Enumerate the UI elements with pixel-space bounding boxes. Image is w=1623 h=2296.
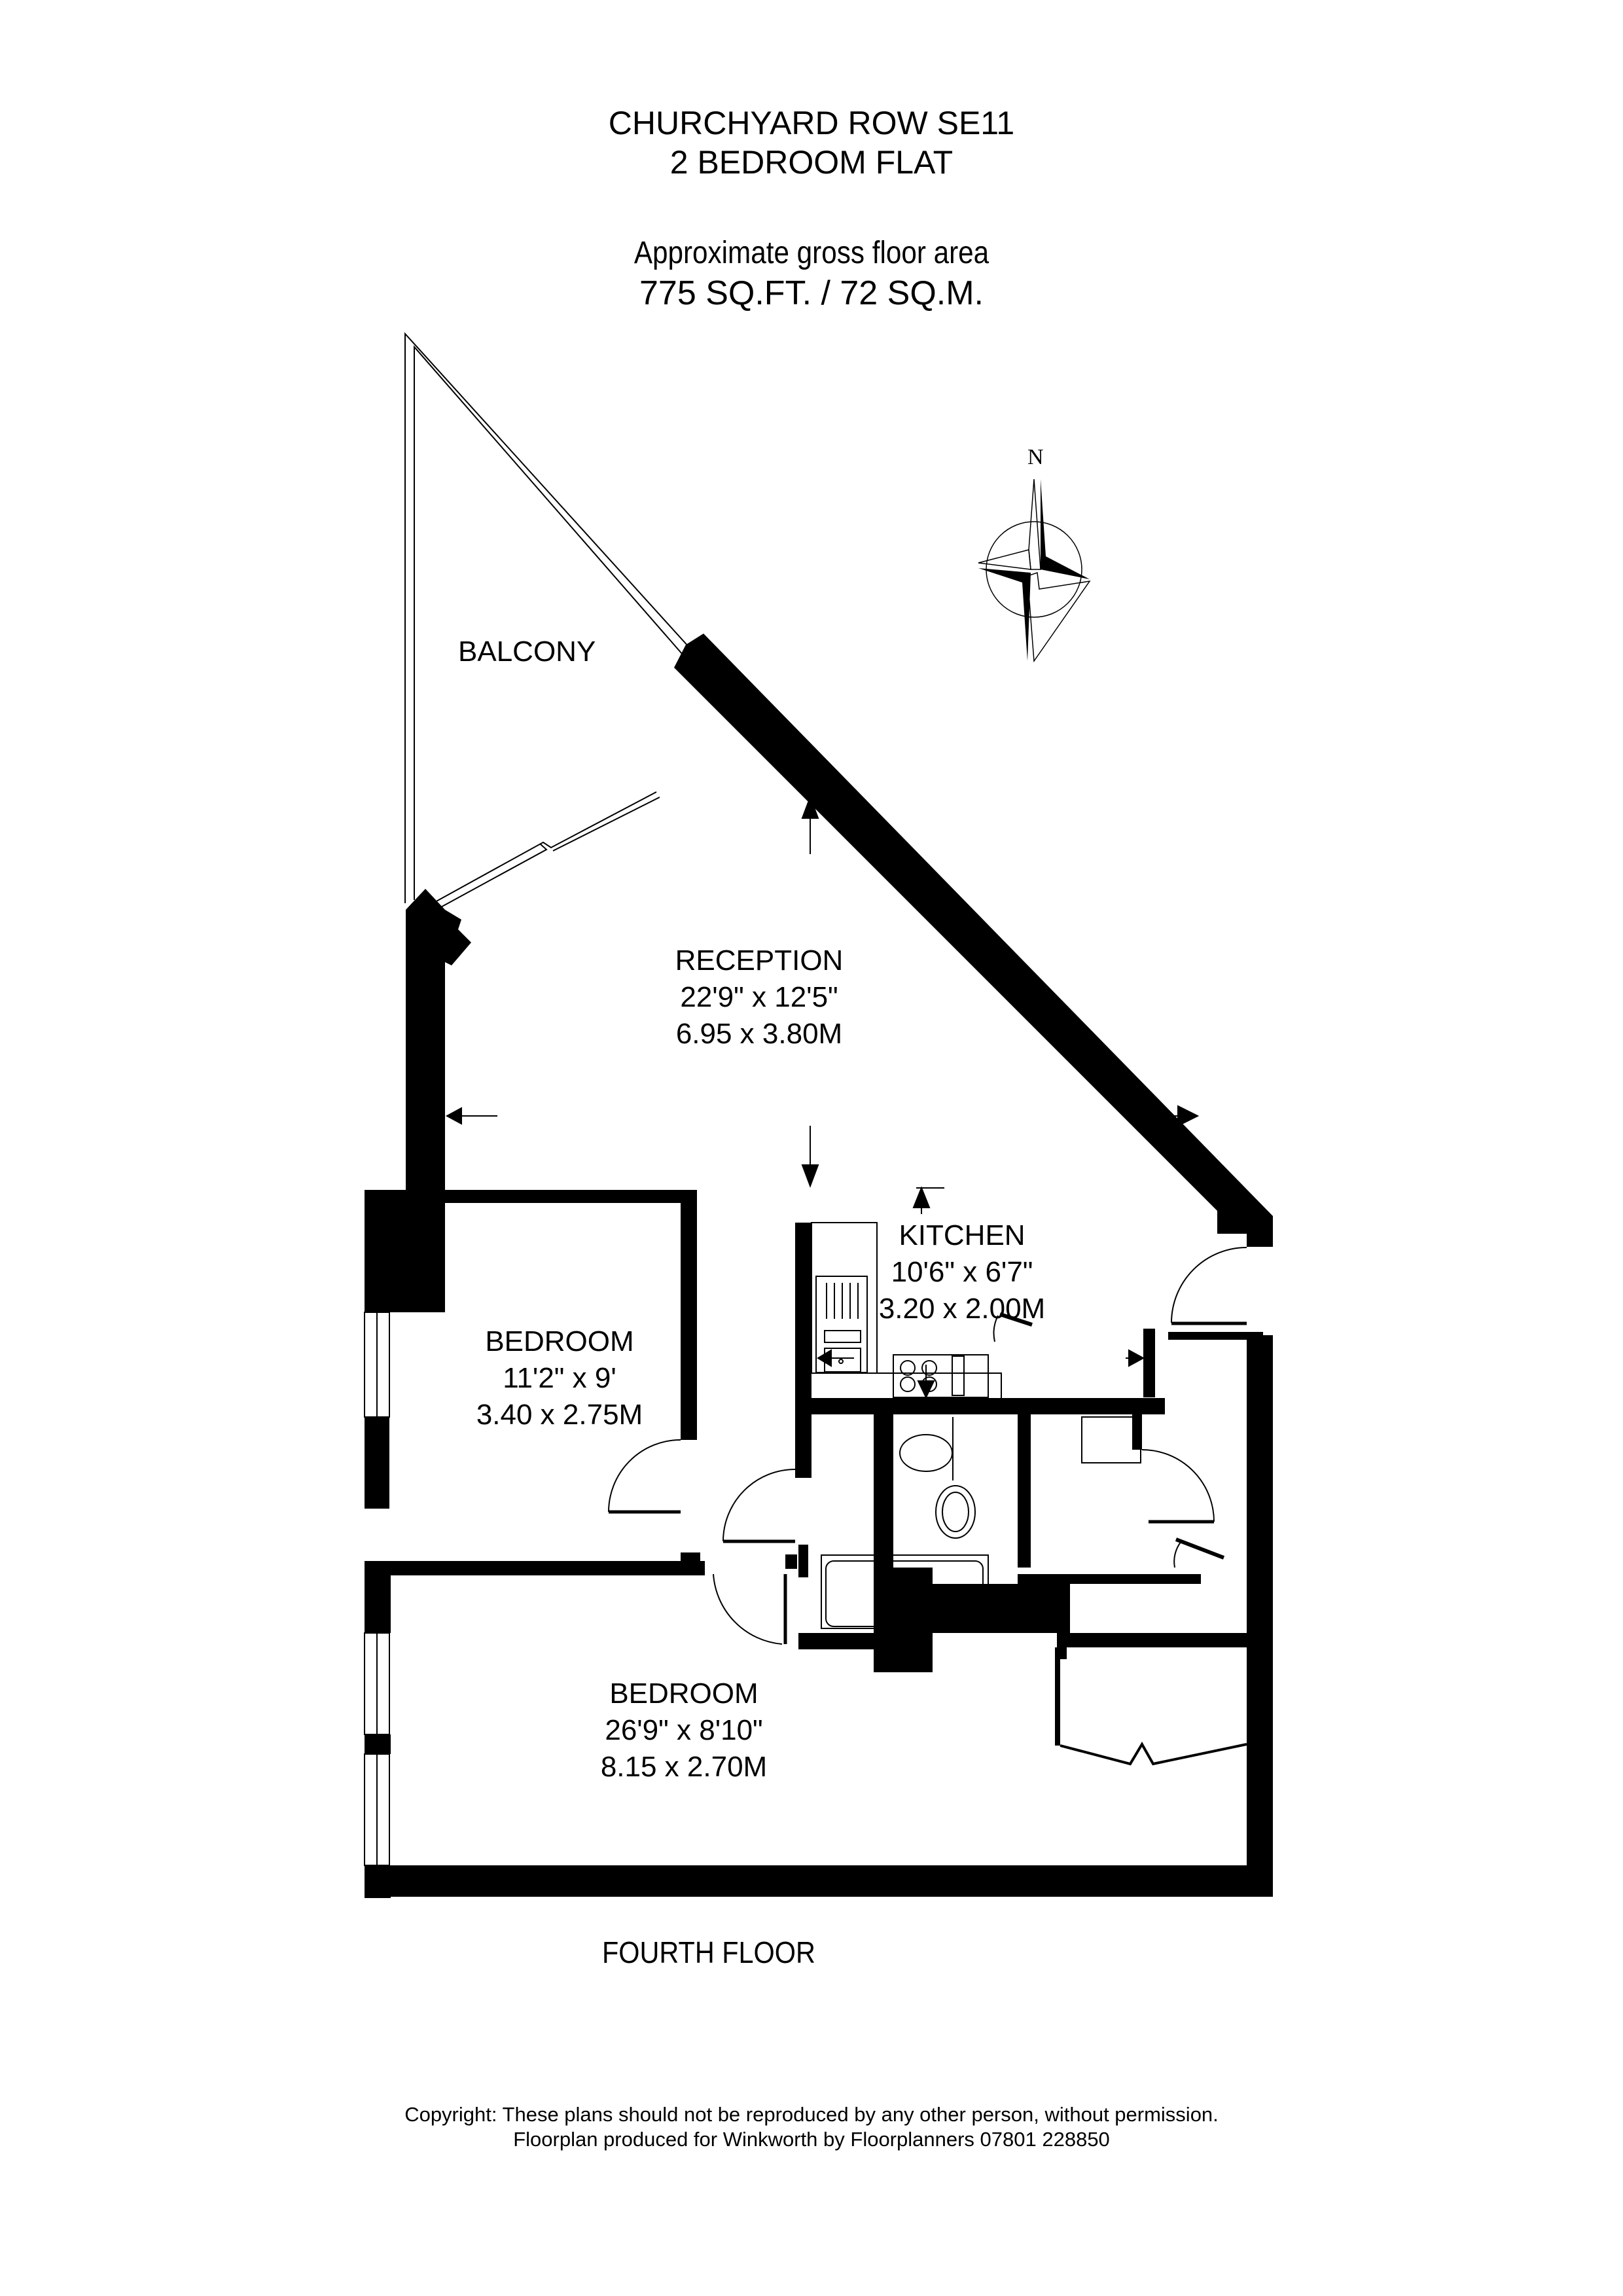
floor-label: FOURTH FLOOR — [602, 1935, 815, 1969]
room-name: BEDROOM — [609, 1677, 758, 1710]
area-caption: Approximate gross floor area — [633, 236, 990, 270]
room-dimensions-imperial: 22'9" x 12'5" — [680, 981, 838, 1013]
room-dimensions-metric: 3.40 x 2.75M — [476, 1399, 643, 1431]
kitchen-fixtures — [811, 1222, 1002, 1398]
room-label-bedroom-2: BEDROOM 26'9" x 8'10" 8.15 x 2.70M — [586, 1676, 782, 1785]
compass-north-label: N — [1027, 445, 1044, 469]
copyright-notice: Copyright: These plans should not be rep… — [404, 2103, 1219, 2126]
room-dimensions-metric: 3.20 x 2.00M — [878, 1293, 1046, 1325]
room-dimensions-metric: 8.15 x 2.70M — [600, 1751, 768, 1783]
compass-rose-icon — [978, 478, 1091, 663]
producer-credit: Floorplan produced for Winkworth by Floo… — [513, 2128, 1110, 2151]
walls — [365, 634, 1273, 1898]
bathroom-fixtures — [821, 1417, 989, 1629]
area-value: 775 SQ.FT. / 72 SQ.M. — [639, 274, 984, 312]
property-address: CHURCHYARD ROW SE11 — [608, 105, 1015, 141]
room-label-balcony: BALCONY — [458, 634, 596, 670]
room-name: KITCHEN — [899, 1219, 1026, 1251]
dimension-arrows — [445, 795, 1200, 1399]
room-dimensions-imperial: 26'9" x 8'10" — [605, 1714, 763, 1746]
balcony-outline — [404, 332, 696, 909]
room-label-kitchen: KITCHEN 10'6" x 6'7" 3.20 x 2.00M — [864, 1217, 1060, 1327]
room-dimensions-metric: 6.95 x 3.80M — [675, 1018, 843, 1050]
room-label-bedroom-1: BEDROOM 11'2" x 9' 3.40 x 2.75M — [461, 1323, 658, 1433]
room-name: RECEPTION — [675, 944, 844, 977]
property-type: 2 BEDROOM FLAT — [669, 144, 954, 181]
doors — [608, 1247, 1247, 1766]
room-dimensions-imperial: 11'2" x 9' — [503, 1362, 616, 1394]
room-dimensions-imperial: 10'6" x 6'7" — [891, 1256, 1033, 1288]
room-name: BALCONY — [458, 636, 596, 668]
windows — [364, 1312, 390, 1866]
room-label-reception: RECEPTION 22'9" x 12'5" 6.95 x 3.80M — [661, 942, 857, 1052]
room-name: BEDROOM — [485, 1325, 634, 1357]
